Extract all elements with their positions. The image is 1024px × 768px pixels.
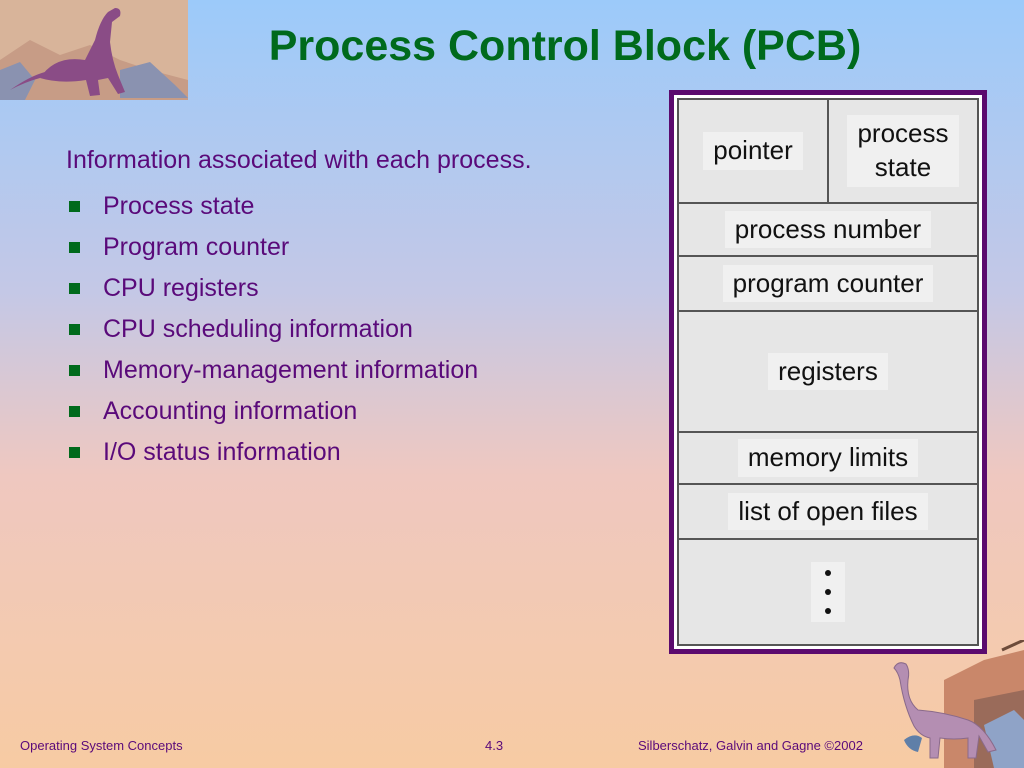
pcb-diagram: pointer process state process number pro… [669,90,987,654]
square-bullet-icon [69,201,80,212]
pcb-diagram-frame: pointer process state process number pro… [674,95,982,649]
bullet-text: I/O status information [103,438,341,466]
pcb-cell-pointer: pointer [679,100,829,202]
pcb-row-registers: registers [679,312,977,433]
square-bullet-icon [69,242,80,253]
bullet-list: Process state Program counter CPU regist… [66,186,478,473]
square-bullet-icon [69,365,80,376]
pcb-row-process-number: process number [679,204,977,257]
pcb-label-open-files: list of open files [728,492,928,531]
pcb-table: pointer process state process number pro… [677,98,979,646]
pcb-row-ellipsis [679,540,977,644]
pcb-label-pointer: pointer [703,132,803,170]
pcb-label-process-state-line2: state [874,152,932,182]
bullet-item: Accounting information [66,391,478,432]
pcb-label-process-state-line1: process [857,118,949,149]
intro-text: Information associated with each process… [66,146,532,174]
bullet-text: Memory-management information [103,356,479,384]
square-bullet-icon [69,447,80,458]
footer-copyright: Silberschatz, Galvin and Gagne ©2002 [638,738,863,753]
pcb-row-open-files: list of open files [679,485,977,540]
footer-course-title: Operating System Concepts [20,738,183,753]
pcb-row-program-counter: program counter [679,257,977,312]
bullet-text: Accounting information [103,397,358,425]
slide-title: Process Control Block (PCB) [268,22,862,70]
pcb-cell-process-state: process state [829,100,977,202]
footer-page-number: 4.3 [485,738,504,753]
bullet-text: Program counter [103,233,290,261]
square-bullet-icon [69,406,80,417]
pcb-row-pointer-state: pointer process state [679,100,977,204]
bullet-text: Process state [103,192,255,220]
bullet-item: Program counter [66,227,478,268]
bullet-item: CPU registers [66,268,478,309]
bullet-text: CPU scheduling information [103,315,413,343]
bullet-item: I/O status information [66,432,478,473]
dinosaur-bottom-right-icon [893,640,1024,768]
bullet-text: CPU registers [103,274,259,302]
bullet-item: Memory-management information [66,350,478,391]
bullet-item: CPU scheduling information [66,309,478,350]
bullet-item: Process state [66,186,478,227]
vertical-ellipsis-icon [811,562,845,622]
pcb-row-memory-limits: memory limits [679,433,977,485]
pcb-label-memory-limits: memory limits [737,439,919,477]
square-bullet-icon [69,324,80,335]
pcb-label-program-counter: program counter [722,264,934,303]
dinosaur-top-left-icon [0,0,188,100]
pcb-label-process-state: process state [847,115,959,187]
pcb-label-registers: registers [768,352,888,391]
pcb-label-process-number: process number [724,210,932,249]
square-bullet-icon [69,283,80,294]
